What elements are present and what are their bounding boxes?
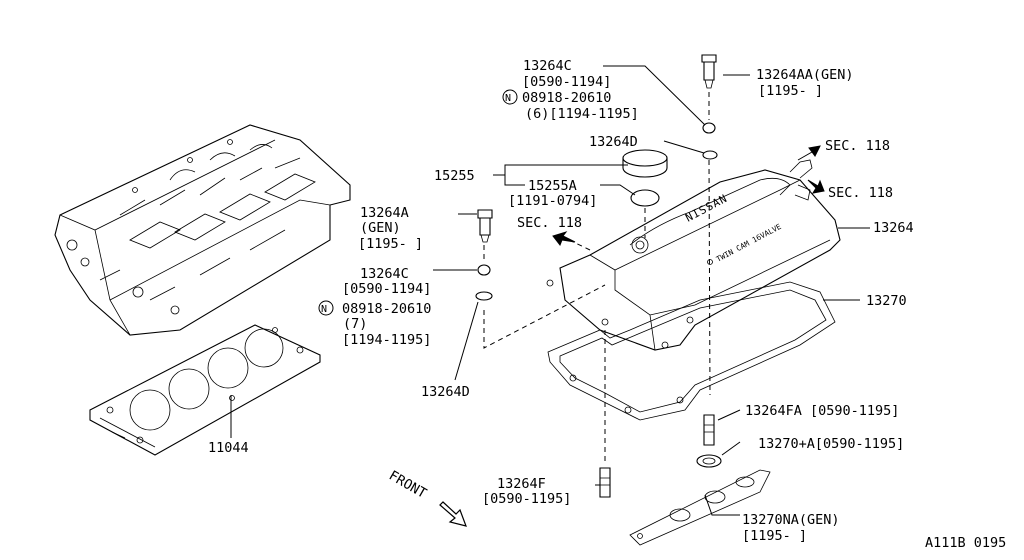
label-13264d-top: 13264D xyxy=(589,134,638,150)
label-13264c-top: 13264C xyxy=(523,58,572,74)
label-13264fa: 13264FA [0590-1195] xyxy=(745,403,899,419)
label-sec118-c: SEC. 118 xyxy=(517,215,582,231)
label-08918-top-sub: (6)[1194-1195] xyxy=(525,106,639,122)
rocker-cover-drawing: NISSAN TWIN CAM 16VALVE xyxy=(546,159,841,351)
label-13264c-top-date: [0590-1194] xyxy=(522,74,611,90)
label-13270na: 13270NA(GEN) xyxy=(742,512,840,528)
part-labels: 13264C [0590-1194] N 08918-20610 (6)[119… xyxy=(208,58,1006,551)
direction-arrows xyxy=(439,145,825,527)
label-front: FRONT xyxy=(386,468,429,502)
label-13264aa: 13264AA(GEN) xyxy=(756,67,854,83)
head-gasket-drawing xyxy=(89,324,321,456)
label-15255a-date: [1191-0794] xyxy=(508,193,597,209)
label-sec118-b: SEC. 118 xyxy=(828,185,893,201)
label-13264d-bot: 13264D xyxy=(421,384,470,400)
label-08918-mid: 08918-20610 xyxy=(342,301,431,317)
n-mark-top-icon xyxy=(502,89,518,105)
n-mark-mid-icon xyxy=(318,300,334,316)
n-mark-mid: N xyxy=(321,304,327,315)
label-13264f: 13264F xyxy=(497,476,546,492)
label-13264c-mid: 13264C xyxy=(360,266,409,282)
rocker-gasket-drawing xyxy=(547,281,836,421)
sec118-arrow-b-icon xyxy=(807,179,825,194)
label-08918-mid-date: [1194-1195] xyxy=(342,332,431,348)
sec118-arrow-a-icon xyxy=(797,145,821,161)
reference-code: A111B 0195 xyxy=(925,535,1006,551)
label-13264a-gen: (GEN) xyxy=(360,220,401,236)
label-15255: 15255 xyxy=(434,168,475,184)
label-sec118-a: SEC. 118 xyxy=(825,138,890,154)
label-13270a: 13270+A[0590-1195] xyxy=(758,436,904,452)
label-13270na-date: [1195- ] xyxy=(742,528,807,544)
label-13264: 13264 xyxy=(873,220,914,236)
bolts-and-washers xyxy=(475,54,722,498)
label-13264a: 13264A xyxy=(360,205,409,221)
label-13264aa-date: [1195- ] xyxy=(758,83,823,99)
plug-gasket-drawing xyxy=(629,469,771,546)
cylinder-head-drawing xyxy=(54,124,351,336)
leader-lines xyxy=(230,65,870,516)
label-13264f-date: [0590-1195] xyxy=(482,491,571,507)
n-mark-top: N xyxy=(505,93,511,104)
oil-cap-drawing xyxy=(622,149,668,207)
label-15255a: 15255A xyxy=(528,178,577,194)
label-13264a-date: [1195- ] xyxy=(358,236,423,252)
label-11044: 11044 xyxy=(208,440,249,456)
label-08918-mid-qty: (7) xyxy=(343,316,367,332)
label-13270: 13270 xyxy=(866,293,907,309)
front-arrow-icon xyxy=(439,501,467,527)
sec118-arrow-c-icon xyxy=(552,231,576,246)
label-08918-top: 08918-20610 xyxy=(522,90,611,106)
label-13264c-mid-date: [0590-1194] xyxy=(342,281,431,297)
